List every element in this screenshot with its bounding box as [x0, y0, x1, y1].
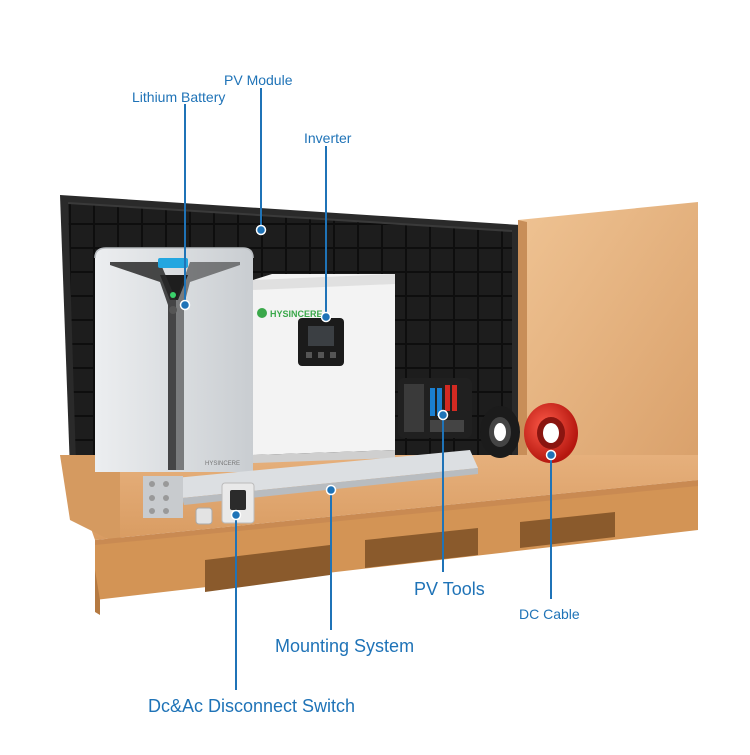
pv-tools-label: PV Tools: [414, 579, 485, 599]
lithium-battery-label: Lithium Battery: [132, 89, 226, 105]
callout-dots: [179, 224, 557, 521]
inverter-label: Inverter: [304, 130, 352, 146]
red-dc-cable-coil: [524, 403, 578, 463]
disconnect-switch-label: Dc&Ac Disconnect Switch: [148, 696, 356, 716]
mounting-brackets: [143, 476, 183, 518]
pv-tools-case: [398, 378, 472, 438]
inverter-logo: HYSINCERE: [270, 309, 323, 319]
lithium-battery: HYSINCERE: [94, 247, 254, 472]
inverter: HYSINCERE: [253, 274, 395, 463]
mounting-system-label: Mounting System: [275, 636, 415, 656]
disconnect-switch: [195, 482, 255, 525]
dc-cable-label: DC Cable: [519, 606, 580, 622]
pv-module-label: PV Module: [224, 72, 293, 88]
callout-lines: [184, 88, 552, 690]
black-cable-coil: [480, 406, 520, 458]
battery-logo: HYSINCERE: [205, 461, 240, 467]
